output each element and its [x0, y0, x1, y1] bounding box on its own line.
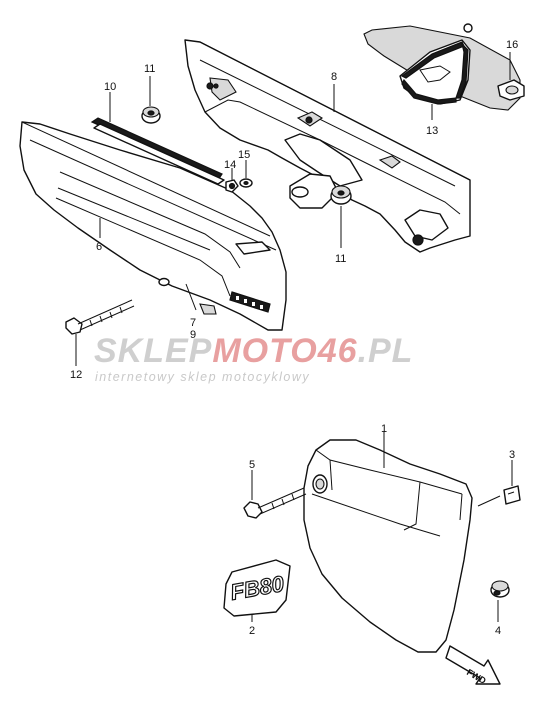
hook-part-16 [497, 79, 525, 101]
emblem-part-2: FB80 [223, 559, 291, 617]
washer-part-15 [239, 178, 253, 188]
decal-stripe [229, 291, 271, 313]
callout-16: 16 [506, 39, 518, 51]
leader-lines [75, 52, 513, 622]
callout-13: 13 [426, 125, 438, 137]
grommet-part-11-lower [330, 185, 352, 205]
watermark: SKLEPMOTO46.PL internetowy sklep motocyk… [94, 332, 413, 384]
nut-part-14 [225, 179, 239, 193]
side-cover-part-1 [303, 439, 473, 653]
watermark-text: SKLEPMOTO46.PL [94, 332, 413, 370]
callout-10: 10 [104, 81, 116, 93]
callout-5: 5 [249, 459, 255, 471]
screw-part-12 [65, 299, 135, 335]
callout-6: 6 [96, 241, 102, 253]
callout-9: 9 [190, 329, 196, 341]
frame-cover-part-8 [184, 39, 471, 253]
grommet-part-11-upper [141, 106, 161, 124]
rubber-strip-part-10 [90, 117, 225, 185]
cargo-net-part-13 [363, 23, 521, 111]
callout-7: 7 [190, 317, 196, 329]
callout-14: 14 [224, 159, 236, 171]
clip-part-3 [503, 485, 521, 505]
callout-12: 12 [70, 369, 82, 381]
callout-15: 15 [238, 149, 250, 161]
callout-1: 1 [381, 423, 387, 435]
screw-part-5 [243, 487, 307, 519]
callout-2: 2 [249, 625, 255, 637]
watermark-tagline: internetowy sklep motocyklowy [95, 370, 310, 384]
fwd-arrow-icon: FWD [445, 645, 501, 686]
callout-11-lower: 11 [335, 253, 346, 265]
callout-3: 3 [509, 449, 515, 461]
grommet-part-4 [490, 580, 510, 598]
callout-4: 4 [495, 625, 501, 637]
side-cover-part-6 [19, 121, 287, 331]
callout-8: 8 [331, 71, 337, 83]
callout-labels: 10 11 8 16 13 15 14 11 6 7 9 12 1 5 3 2 … [70, 39, 518, 637]
callout-11-upper: 11 [144, 63, 155, 75]
